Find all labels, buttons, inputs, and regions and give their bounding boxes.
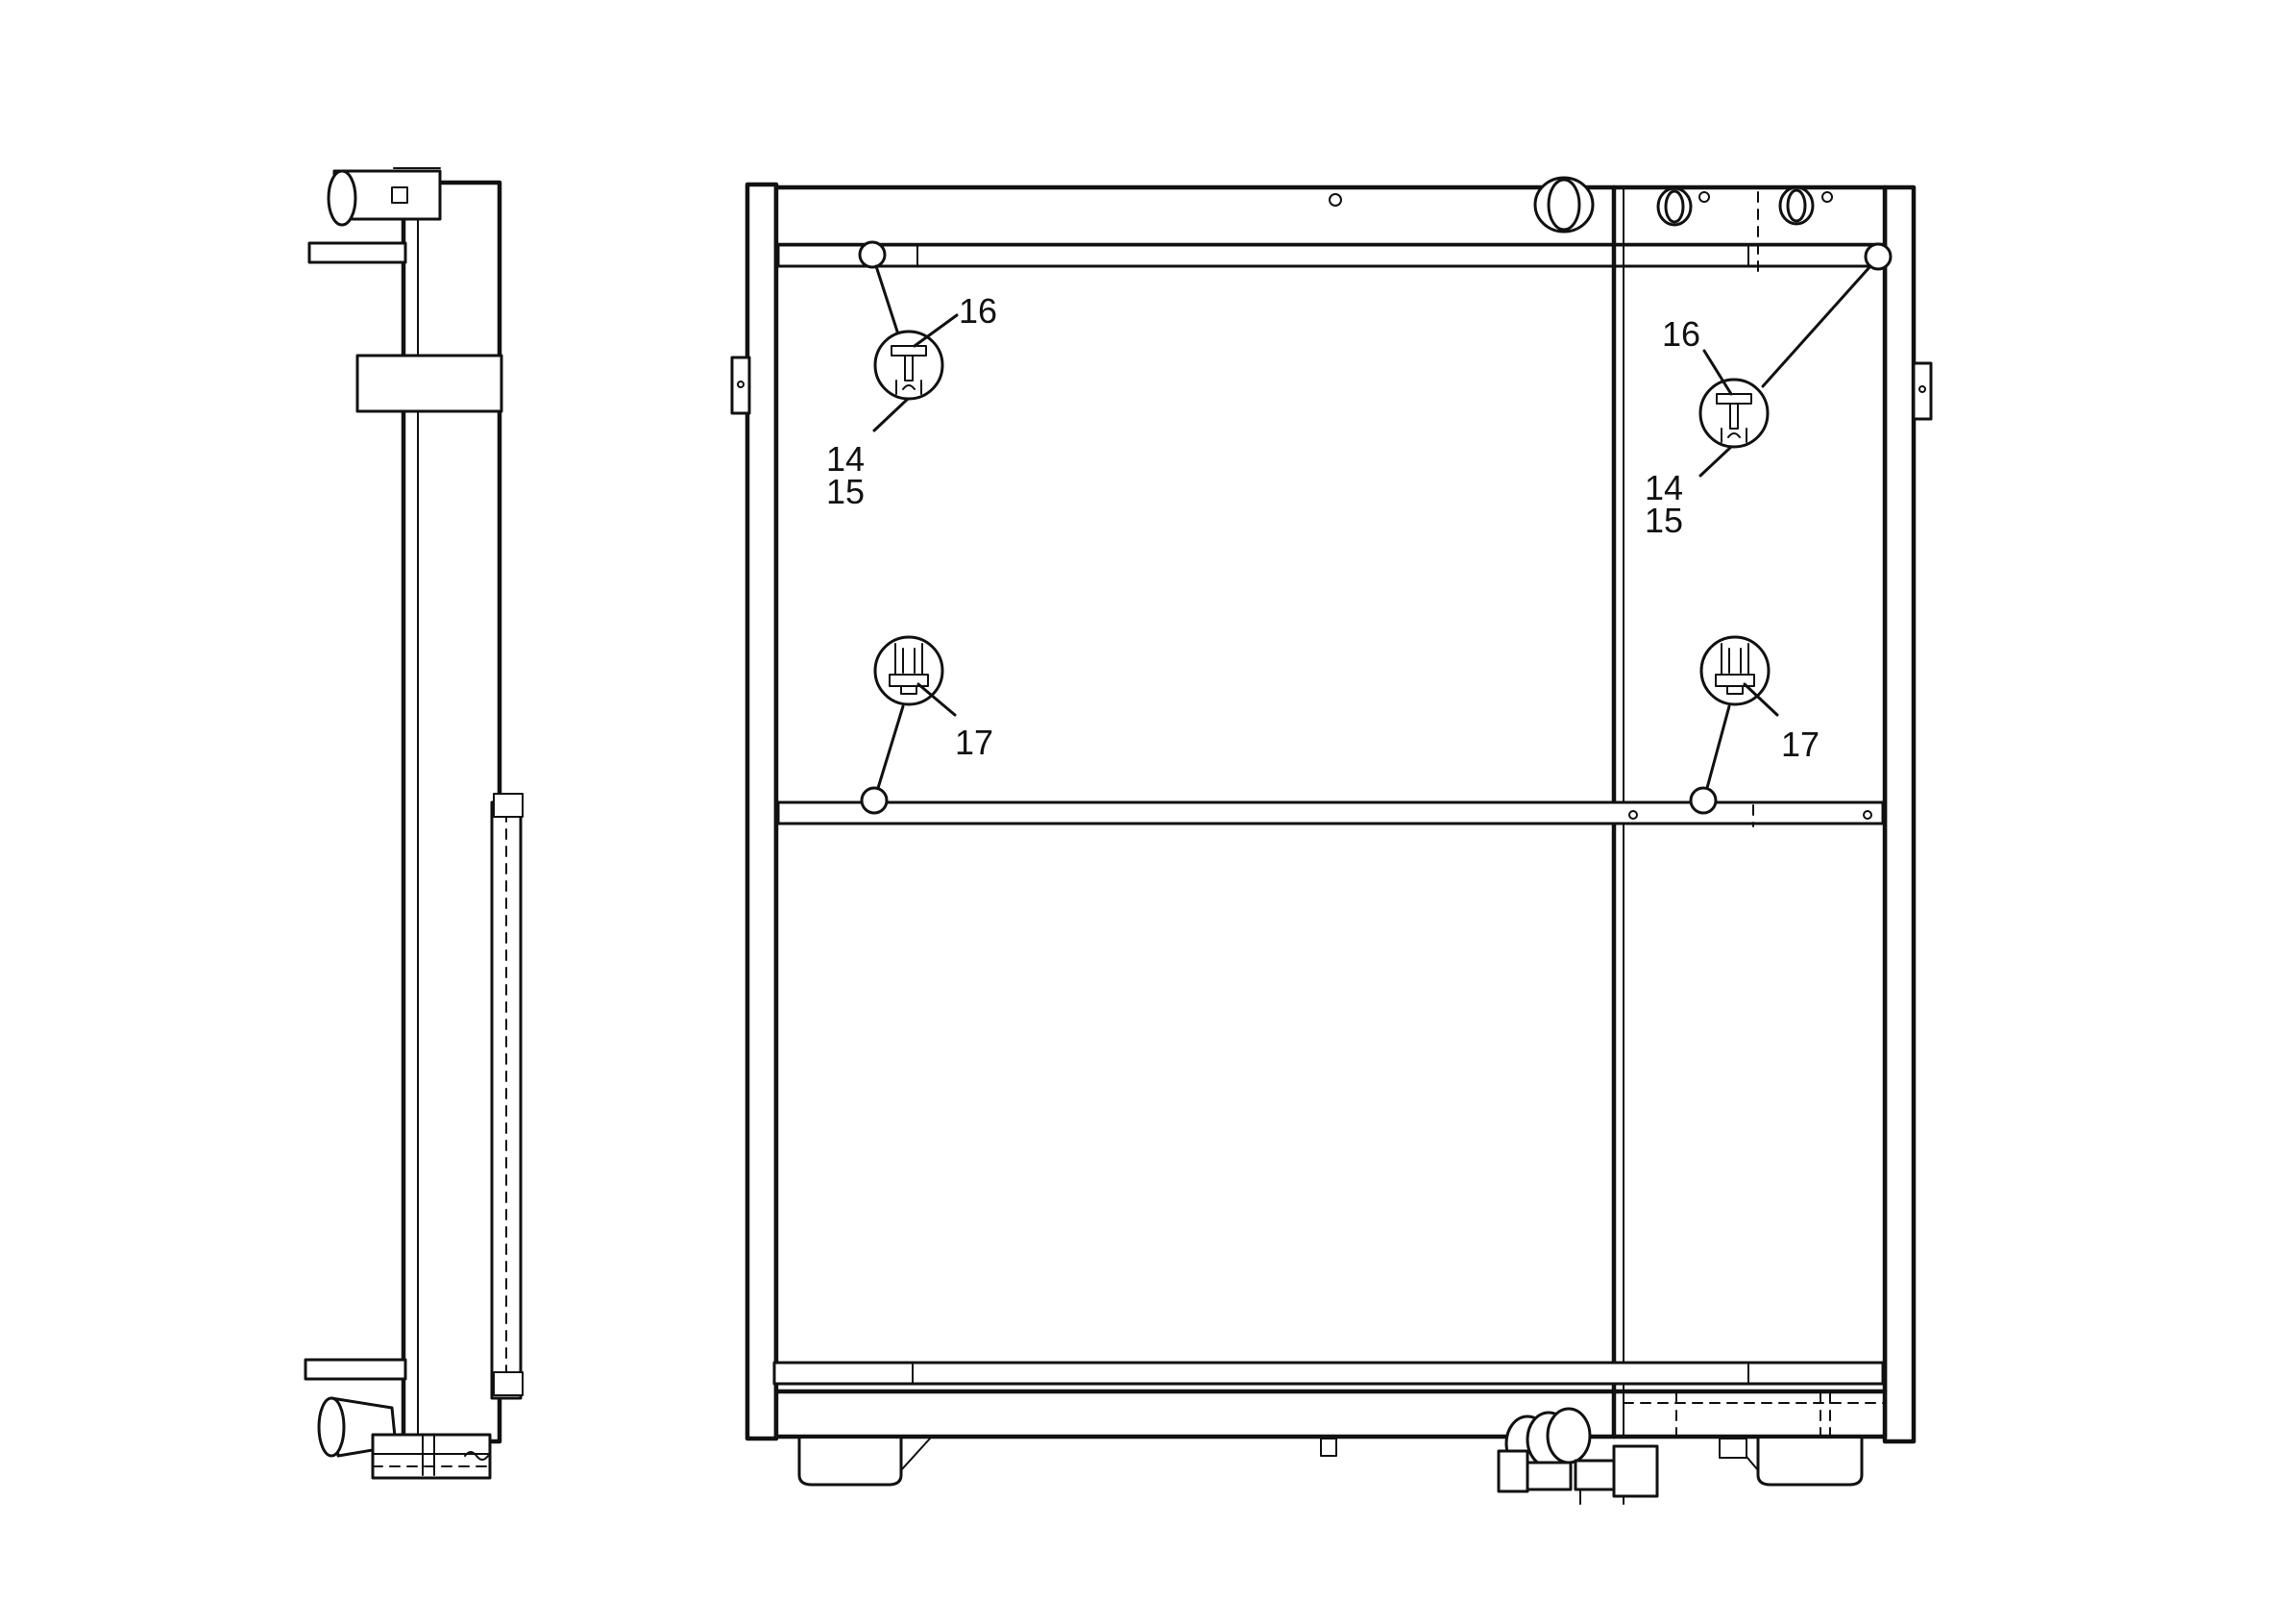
callout-upper-right: 16 14 15 (1645, 242, 1893, 540)
right-side-post (1882, 185, 1917, 1444)
callout-upper-left: 16 14 15 (826, 240, 997, 511)
side-top-inlet-pipe (327, 167, 442, 227)
callout-label-15-upper-left: 15 (826, 472, 865, 511)
callout-label-14-upper-right: 14 (1645, 468, 1683, 507)
callout-lower-right: 17 (1689, 635, 1820, 815)
vent-plug-icon (1329, 193, 1342, 207)
callout-label-15-upper-right: 15 (1645, 501, 1683, 540)
side-core (490, 793, 524, 1400)
bottom-outlet-fittings (1497, 1407, 1659, 1505)
filler-neck-fitting (1533, 176, 1595, 234)
callout-label-16-upper-right: 16 (1662, 314, 1700, 354)
callout-lower-left: 17 (860, 635, 993, 815)
left-side-post (745, 182, 779, 1441)
upper-right-fittings (1656, 185, 1833, 272)
callout-label-16-upper-left: 16 (959, 291, 997, 331)
callout-label-17-lower-left: 17 (955, 723, 993, 762)
callout-label-14-upper-left: 14 (826, 439, 865, 479)
callout-label-17-lower-right: 17 (1781, 725, 1820, 764)
radiator-side-view (304, 167, 524, 1480)
radiator-front-view: 16 14 15 16 14 15 (730, 176, 1933, 1505)
